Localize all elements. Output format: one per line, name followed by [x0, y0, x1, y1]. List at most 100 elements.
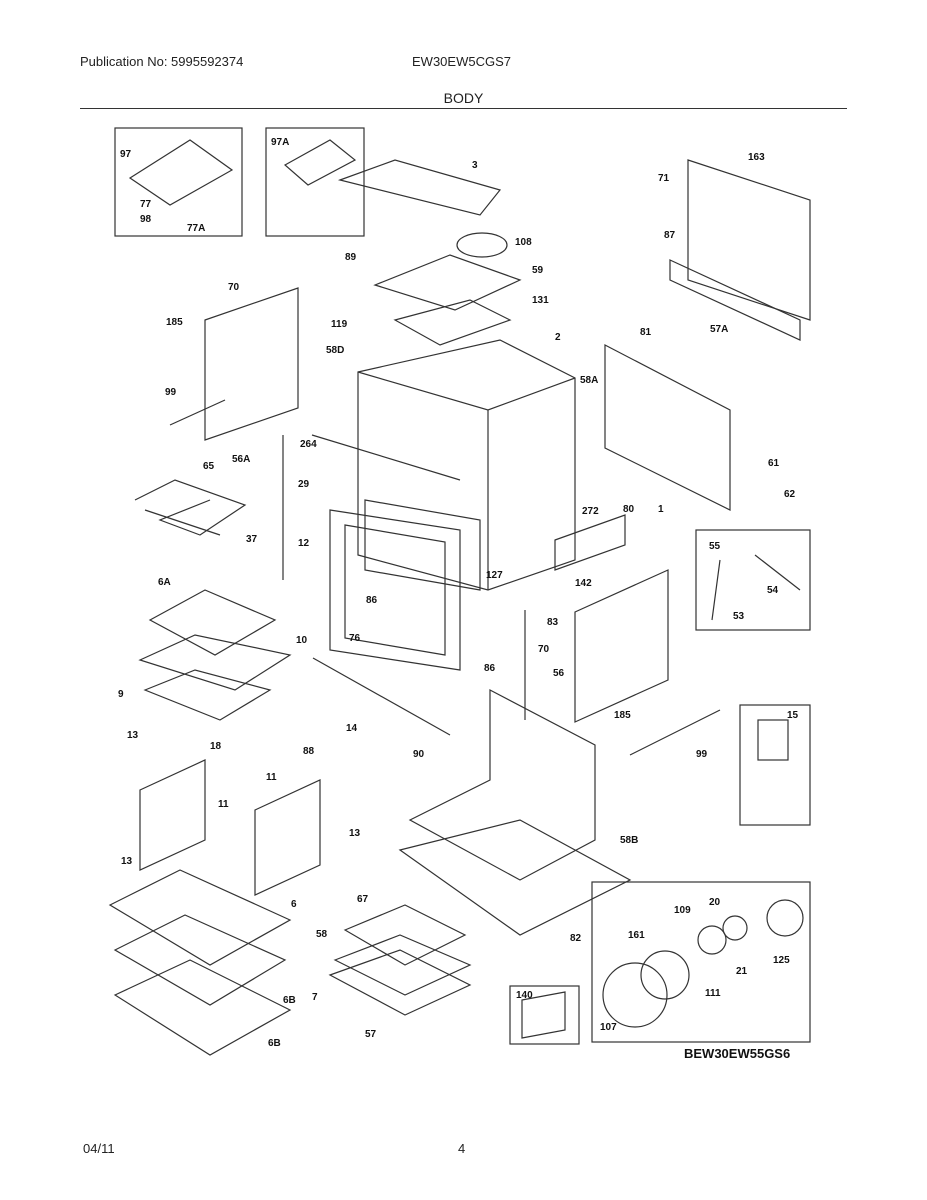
callout-99-right: 99: [696, 749, 708, 760]
door-frame-inner: [344, 524, 446, 656]
callout-89: 89: [345, 252, 357, 263]
callout-264: 264: [300, 439, 317, 450]
callout-119: 119: [331, 319, 348, 330]
callout-11-left: 11: [218, 799, 229, 810]
sensor-wire-53: [711, 554, 801, 621]
variant-model-label: BEW30EW55GS6: [684, 1046, 790, 1061]
callout-6b-upper: 6B: [283, 995, 296, 1006]
rack-6a: [148, 589, 277, 656]
callout-54: 54: [767, 585, 779, 596]
callout-161: 161: [628, 930, 645, 941]
bake-element-65: [134, 479, 247, 536]
callout-131: 131: [532, 295, 549, 306]
control-board-97: [128, 139, 234, 206]
callout-109: 109: [674, 905, 691, 916]
fan-housing-107: [602, 962, 668, 1028]
callout-272: 272: [582, 506, 599, 517]
callout-185-right: 185: [614, 710, 631, 721]
control-board-97a: [283, 139, 357, 186]
callout-77: 77: [140, 199, 152, 210]
callout-86-lower: 86: [484, 663, 496, 674]
callout-14: 14: [346, 723, 358, 734]
callout-9: 9: [118, 689, 124, 700]
fan-108: [456, 232, 508, 258]
top-panel-3: [337, 159, 502, 216]
rack-support-right: [254, 779, 321, 896]
cavity-opening: [364, 499, 481, 591]
callout-11-right: 11: [266, 772, 277, 783]
callout-140: 140: [516, 990, 533, 1001]
callout-61: 61: [768, 458, 780, 469]
callout-3: 3: [472, 160, 478, 171]
side-panel-70-right: [574, 569, 669, 723]
rear-panel-71: [687, 159, 811, 321]
page-number: 4: [458, 1141, 466, 1156]
callout-21: 21: [736, 966, 748, 977]
cover-57: [328, 949, 472, 1016]
callout-58b: 58B: [620, 835, 638, 846]
inset-box-part-140: [509, 985, 580, 1045]
duct-59: [373, 254, 522, 311]
bracket-140: [521, 991, 566, 1039]
element-67: [343, 904, 467, 966]
callout-58d: 58D: [326, 345, 344, 356]
callout-37: 37: [246, 534, 258, 545]
callout-88: 88: [303, 746, 315, 757]
callout-76: 76: [349, 633, 361, 644]
callout-127: 127: [486, 570, 503, 581]
broil-pan-9: [143, 669, 272, 721]
callout-97: 97: [120, 149, 132, 160]
callout-107: 107: [600, 1022, 617, 1033]
callout-6: 6: [291, 899, 297, 910]
callout-142: 142: [575, 578, 592, 589]
rack-6b-upper: [113, 914, 287, 1006]
header-rule: [80, 108, 847, 109]
door-frame-76: [329, 509, 461, 671]
callout-6b-lower: 6B: [268, 1038, 281, 1049]
callout-56a: 56A: [232, 454, 250, 465]
rail-99-right: [629, 709, 721, 756]
callout-6a: 6A: [158, 577, 171, 588]
callout-58a: 58A: [580, 375, 598, 386]
part-15: [757, 719, 789, 761]
callout-83: 83: [547, 617, 559, 628]
callout-56: 56: [553, 668, 565, 679]
footer-date: 04/11: [83, 1141, 115, 1156]
callout-62: 62: [784, 489, 796, 500]
fan-cover-161: [640, 950, 690, 1000]
callout-12: 12: [298, 538, 310, 549]
callout-71: 71: [658, 173, 670, 184]
panel-142: [554, 514, 626, 571]
rack-6: [108, 869, 292, 966]
insulation-58: [333, 934, 472, 996]
bottom-plate-82: [398, 819, 632, 936]
callout-15: 15: [787, 710, 799, 721]
callout-7: 7: [312, 992, 318, 1003]
callout-58: 58: [316, 929, 328, 940]
rail-87: [669, 259, 801, 341]
callout-97a: 97A: [271, 137, 289, 148]
rack-support-left: [139, 759, 206, 871]
bracket-131: [393, 299, 512, 346]
callout-82: 82: [570, 933, 582, 944]
callout-98: 98: [140, 214, 152, 225]
fan-blade-109: [697, 925, 727, 955]
inset-box-convection-fan: [591, 881, 811, 1043]
broil-pan-10: [138, 634, 292, 691]
callout-59: 59: [532, 265, 544, 276]
rail-99-left: [169, 399, 226, 426]
trim-264: [311, 434, 461, 481]
callout-70: 70: [228, 282, 240, 293]
callout-90: 90: [413, 749, 425, 760]
callout-13-top: 13: [127, 730, 139, 741]
section-title: BODY: [443, 90, 484, 106]
model-number: EW30EW5CGS7: [412, 54, 511, 69]
callout-125: 125: [773, 955, 790, 966]
callout-67: 67: [357, 894, 369, 905]
callout-57: 57: [365, 1029, 377, 1040]
callout-70-right: 70: [538, 644, 550, 655]
inset-box-control-board-97a: [265, 127, 365, 237]
callout-1: 1: [658, 504, 664, 515]
callout-77a: 77A: [187, 223, 205, 234]
